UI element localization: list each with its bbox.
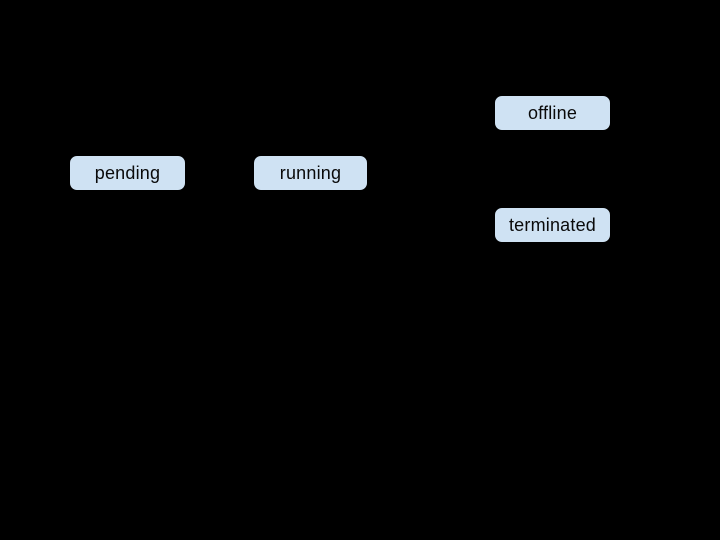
state-node-terminated: terminated bbox=[494, 207, 611, 243]
state-label-pending: pending bbox=[94, 163, 161, 183]
state-node-offline: offline bbox=[494, 95, 611, 131]
state-node-pending: pending bbox=[69, 155, 186, 191]
state-label-terminated: terminated bbox=[508, 215, 597, 235]
state-node-running: running bbox=[253, 155, 368, 191]
state-label-offline: offline bbox=[527, 103, 578, 123]
state-label-running: running bbox=[279, 163, 342, 183]
